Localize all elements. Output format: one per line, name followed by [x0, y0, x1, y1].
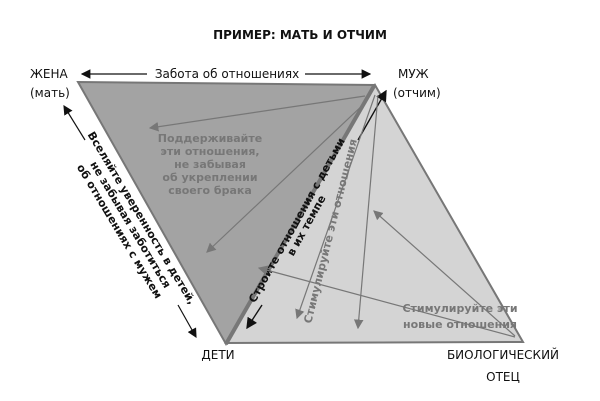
- svg-text:эти отношения,: эти отношения,: [160, 145, 259, 158]
- edge-top-label: Забота об отношениях: [155, 67, 299, 81]
- shared-edge: [224, 85, 376, 345]
- node-bio-father-2: ОТЕЦ: [486, 370, 520, 384]
- node-husband: МУЖ: [398, 67, 429, 81]
- diagram-title: ПРИМЕР: МАТЬ И ОТЧИМ: [213, 28, 387, 42]
- svg-text:не забывая: не забывая: [174, 158, 246, 171]
- svg-text:Стимулируйте эти: Стимулируйте эти: [402, 302, 517, 315]
- svg-text:своего брака: своего брака: [168, 184, 252, 197]
- svg-text:об укреплении: об укреплении: [162, 171, 257, 184]
- arrow-down-icon: [246, 304, 263, 330]
- node-wife: ЖЕНА: [30, 67, 69, 81]
- arrow-down-icon: [177, 304, 197, 339]
- svg-text:новые отношения: новые отношения: [403, 318, 517, 331]
- arrow-icon: [353, 94, 379, 330]
- node-children: ДЕТИ: [201, 348, 234, 362]
- arrow-icon: [373, 210, 516, 337]
- new-relations-label: Стимулируйте эти новые отношения: [402, 302, 517, 331]
- inner-marriage-label: Поддерживайте эти отношения, не забывая …: [158, 132, 262, 197]
- node-bio-father: БИОЛОГИЧЕСКИЙ: [447, 347, 559, 362]
- node-husband-sub: (отчим): [393, 86, 441, 100]
- arrow-icon: [257, 265, 516, 338]
- svg-text:Поддерживайте: Поддерживайте: [158, 132, 262, 145]
- node-wife-sub: (мать): [30, 86, 70, 100]
- arrow-up-icon: [63, 104, 86, 141]
- arrow-icon: [206, 101, 367, 253]
- arrow-icon: [148, 95, 366, 132]
- arrow-icon: [295, 94, 376, 320]
